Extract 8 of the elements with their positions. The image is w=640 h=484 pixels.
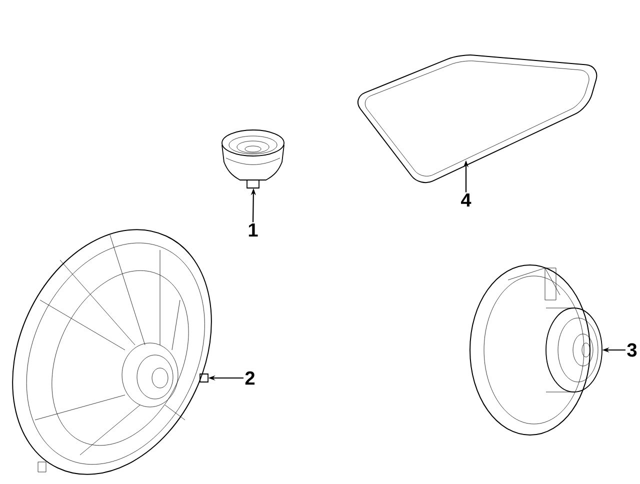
callout-number: 1 <box>248 223 258 237</box>
callout-number: 2 <box>245 371 255 385</box>
callout-number: 4 <box>461 193 472 207</box>
callout-number: 3 <box>627 343 637 357</box>
speaker-drawing <box>470 264 602 436</box>
pad-drawing <box>357 54 598 184</box>
woofer-drawing <box>12 229 212 475</box>
tweeter-drawing <box>222 130 284 188</box>
